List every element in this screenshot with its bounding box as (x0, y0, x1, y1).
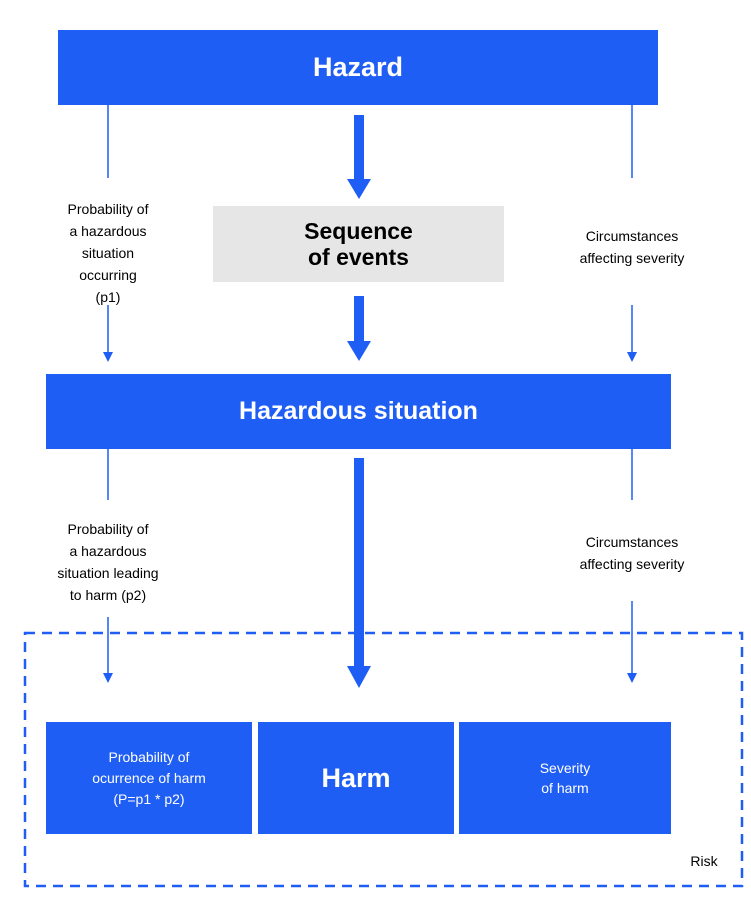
sequence-of-events-label: Sequence of events (304, 218, 413, 270)
hazardous-situation-box: Hazardous situation (46, 374, 671, 449)
probability-of-harm-box: Probability of ocurrence of harm (P=p1 *… (46, 722, 252, 834)
hazard-box: Hazard (58, 30, 658, 105)
label-circumstances-top: Circumstances affecting severity (579, 228, 685, 266)
label-circumstances-bottom: Circumstances affecting severity (579, 534, 685, 572)
arrowhead-sequence-situation (347, 341, 371, 361)
arrow-shaft-sequence-situation (354, 296, 364, 341)
arrowhead-hazard-sequence (347, 179, 371, 199)
severity-of-harm-box: Severity of harm (459, 722, 671, 834)
arrowhead-right-top (627, 352, 637, 362)
risk-label: Risk (690, 853, 718, 869)
arrowhead-left-top (103, 352, 113, 362)
arrowhead-right-bottom (627, 673, 637, 683)
arrowhead-situation-harm (347, 666, 371, 688)
harm-label: Harm (321, 762, 391, 793)
hazard-label: Hazard (312, 52, 404, 82)
arrow-shaft-situation-harm (354, 458, 364, 666)
arrowhead-left-bottom (103, 673, 113, 683)
sequence-of-events-box: Sequence of events (213, 206, 504, 282)
severity-of-harm-label: Severity of harm (539, 760, 591, 796)
arrow-shaft-hazard-sequence (354, 115, 364, 179)
label-probability-p2: Probability of a hazardous situation lea… (57, 521, 159, 603)
label-probability-p1: Probability of a hazardous situation occ… (67, 201, 149, 305)
probability-of-harm-label: Probability of ocurrence of harm (P=p1 *… (92, 748, 206, 807)
risk-boundary (23, 631, 744, 888)
hazardous-situation-label: Hazardous situation (239, 397, 478, 425)
harm-box: Harm (258, 722, 454, 834)
